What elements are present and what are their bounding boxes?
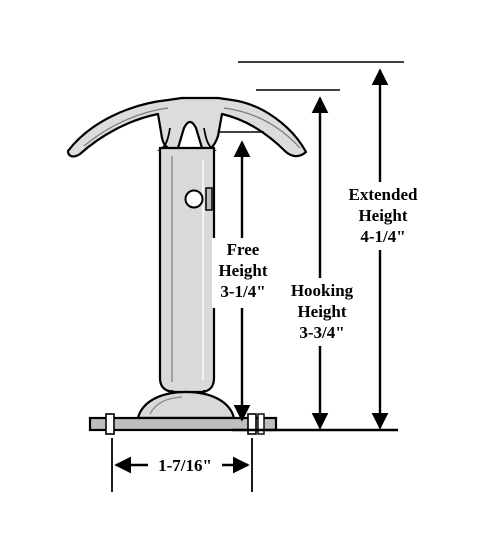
free-height-label: Free Height 3-1/4" — [218, 240, 267, 301]
hooking-height-value: 3-3/4" — [299, 323, 344, 342]
free-height-line2: Height — [218, 261, 267, 280]
extended-height-label: Extended Height 4-1/4" — [349, 185, 419, 246]
mounting-plate — [88, 416, 278, 432]
plunger-body — [158, 146, 216, 394]
extended-height-value: 4-1/4" — [360, 227, 405, 246]
latch-part — [66, 96, 308, 435]
extended-height-line1: Extended — [349, 185, 419, 204]
hooking-height-line2: Height — [297, 302, 346, 321]
dome-highlight — [149, 396, 183, 415]
plate-bolt-right — [247, 413, 257, 435]
side-pin-tab — [205, 187, 213, 211]
hooking-height-line1: Hooking — [291, 281, 354, 300]
side-pin-hole — [184, 189, 204, 209]
free-height-value: 3-1/4" — [220, 282, 265, 301]
label-backgrounds — [212, 182, 430, 346]
dome-base — [136, 390, 236, 420]
plate-bolt-left — [105, 413, 115, 435]
base-width-value: 1-7/16" — [158, 456, 212, 475]
crossbar-highlight — [83, 107, 301, 149]
free-height-line1: Free — [227, 240, 260, 259]
extended-height-line2: Height — [358, 206, 407, 225]
hooking-height-label: Hooking Height 3-3/4" — [291, 281, 354, 342]
plate-bolt-right-2 — [257, 413, 265, 435]
